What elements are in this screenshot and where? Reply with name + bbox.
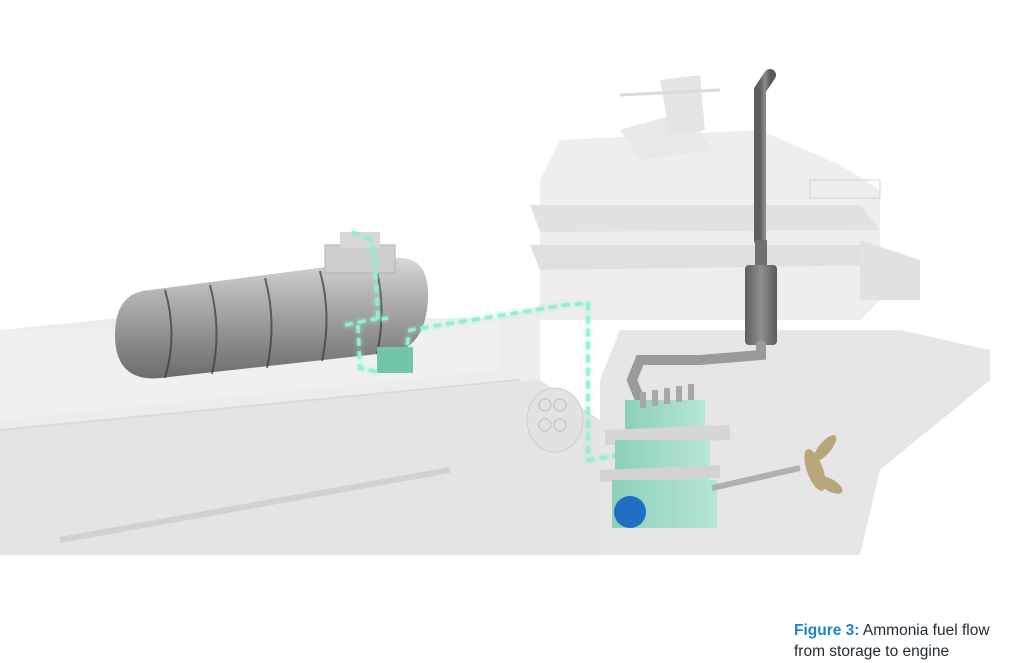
main-engine	[600, 384, 730, 528]
propeller	[804, 435, 843, 494]
caption-text-line2: from storage to engine	[794, 643, 950, 660]
ammonia-storage-tank	[115, 232, 429, 379]
propeller-shaft	[711, 465, 801, 491]
exhaust-funnel	[626, 69, 777, 405]
fuel-supply-unit	[377, 347, 413, 373]
figure-caption: Figure 3: Ammonia fuel flow from storage…	[794, 620, 1024, 662]
boiler	[526, 387, 584, 453]
engine-end-cover	[614, 496, 646, 528]
ship-fuel-system-illustration	[0, 69, 990, 555]
superstructure	[530, 75, 920, 320]
caption-text-line1: Ammonia fuel flow	[862, 622, 990, 639]
figure-label: Figure 3:	[794, 622, 860, 639]
